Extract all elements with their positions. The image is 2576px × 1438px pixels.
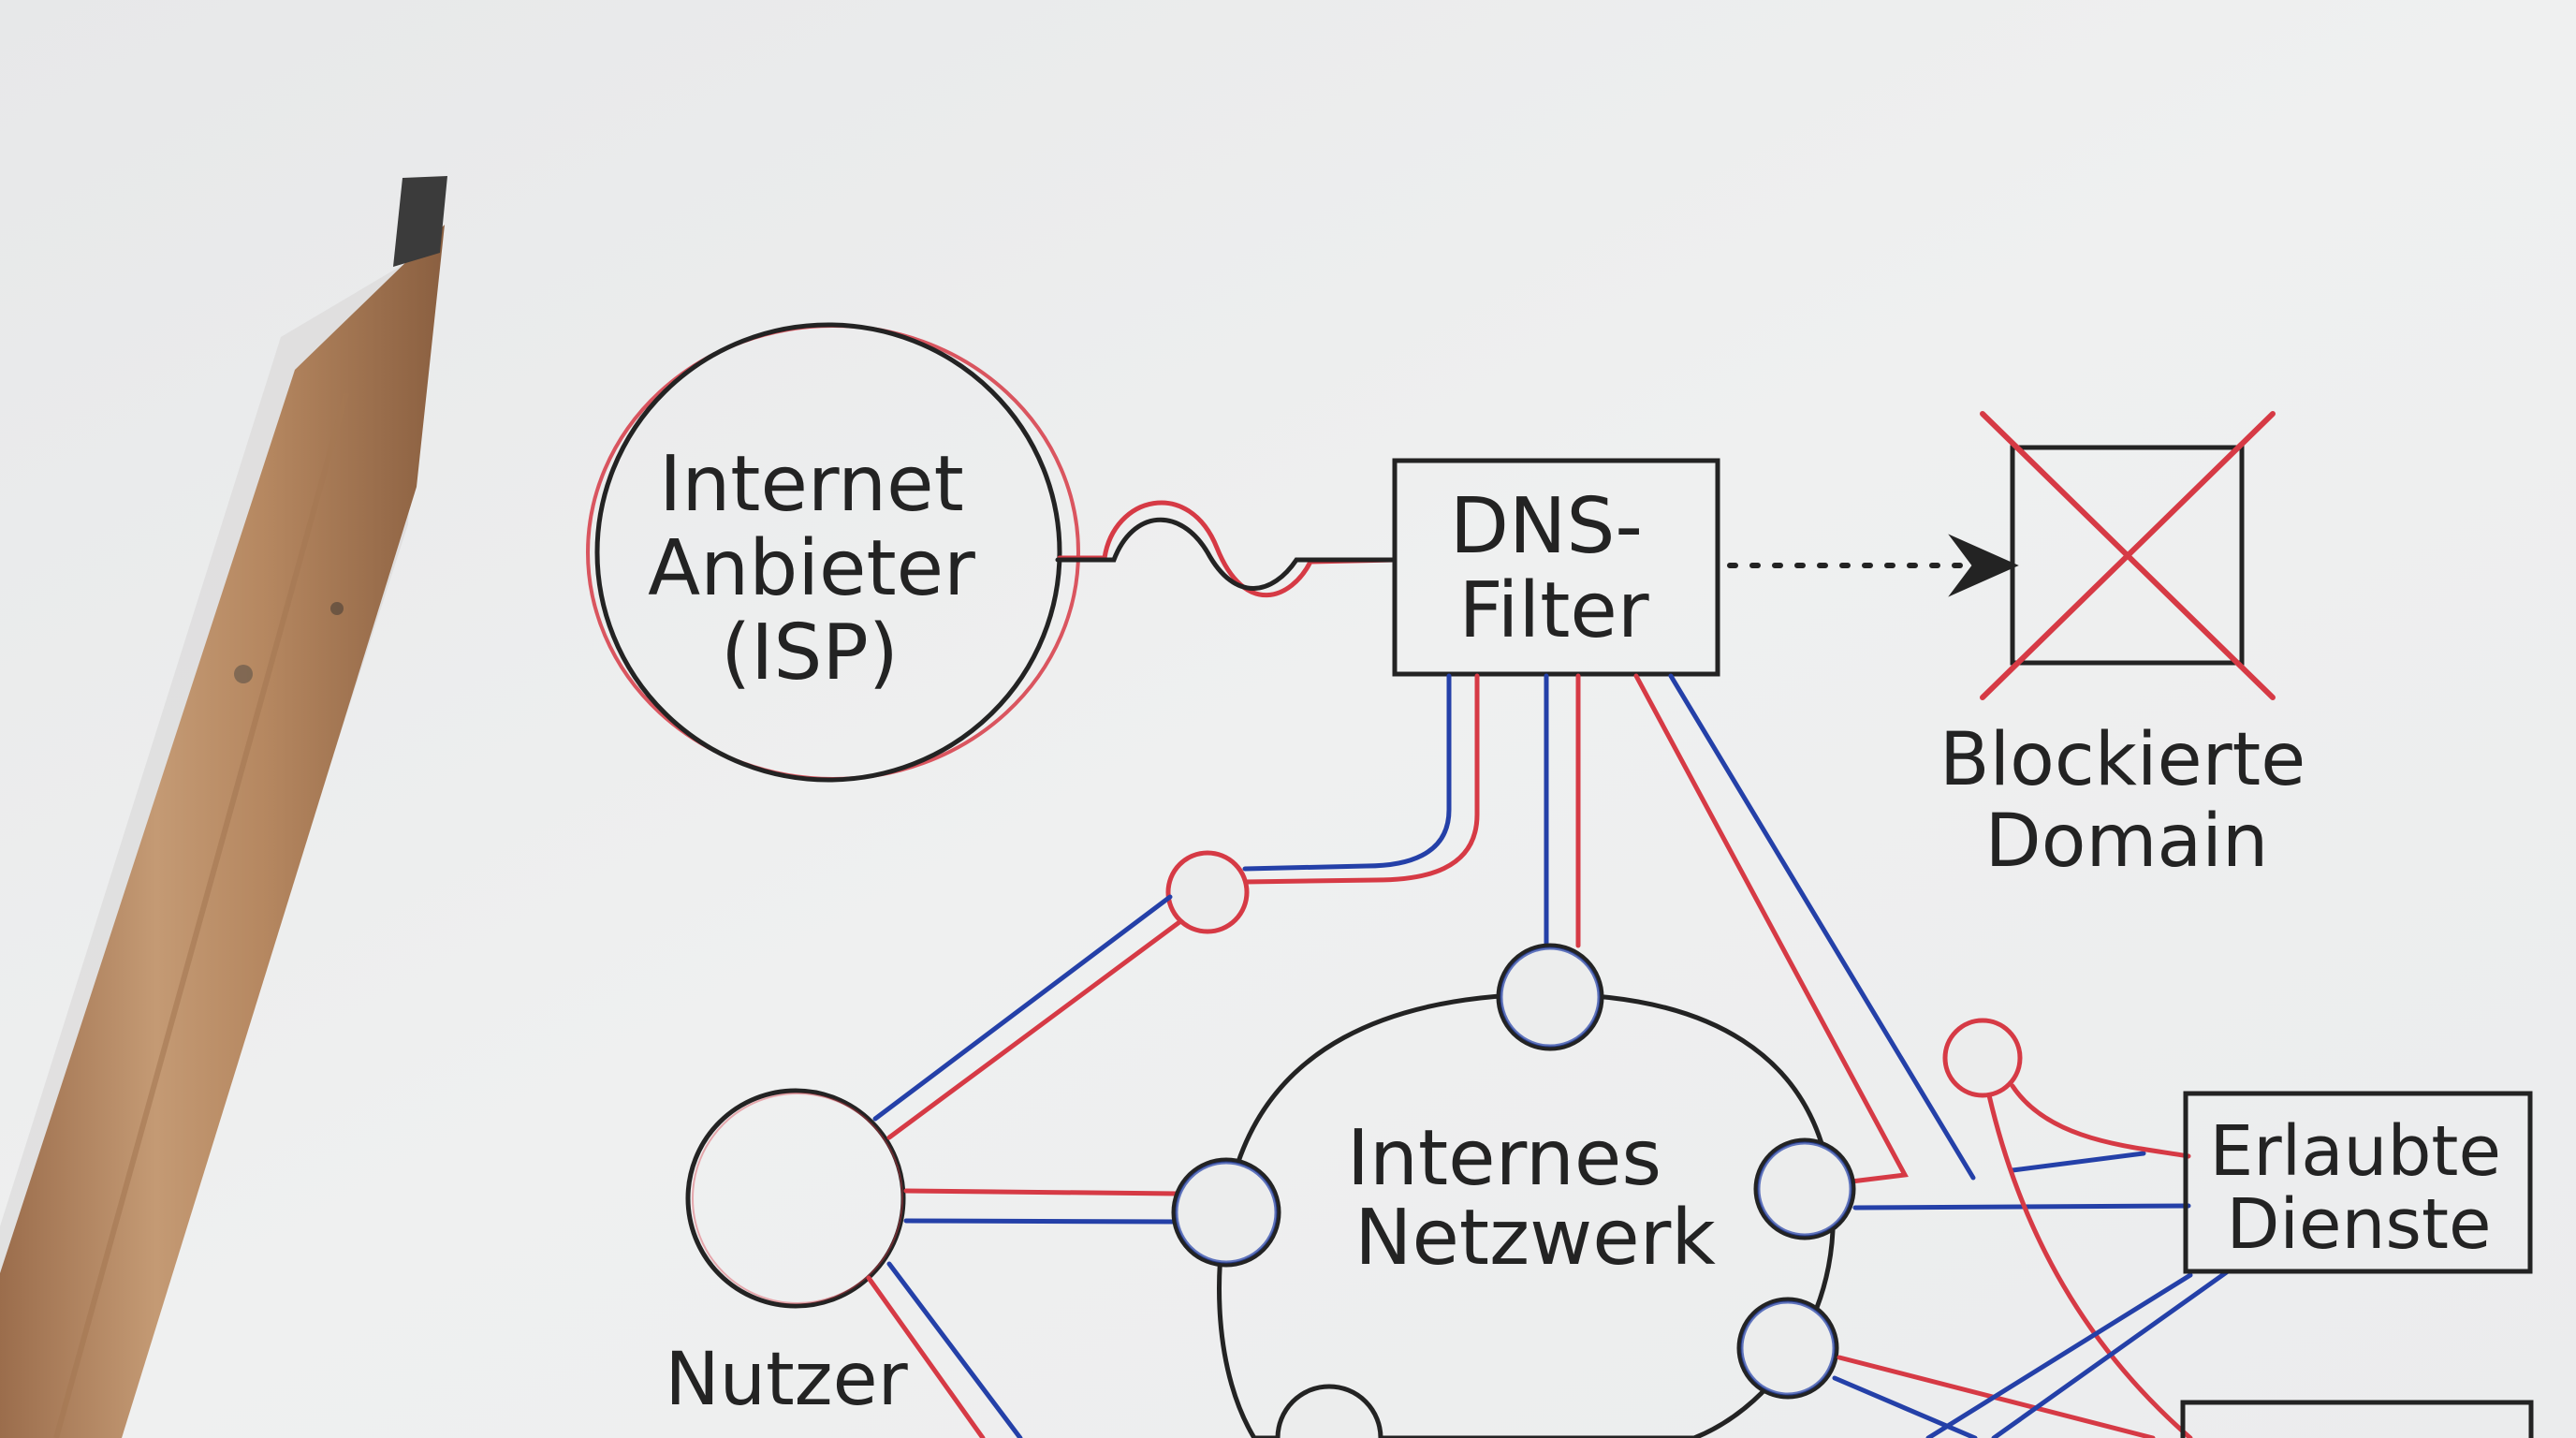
user-label: Nutzer [665, 1338, 908, 1422]
junction-node-upper [1168, 853, 1247, 932]
satellite-left [1174, 1160, 1279, 1265]
satellite-right-lower [1739, 1299, 1837, 1397]
junction-node-right [1945, 1020, 2020, 1095]
satellite-right-upper [1756, 1140, 1853, 1238]
allowed-services-node: Erlaubte Dienste [2186, 1093, 2530, 1271]
dns-filter-label: DNS- Filter [1450, 482, 1667, 655]
internal-network-label: Internes Netzwerk [1347, 1114, 1716, 1283]
allowed-services-label: Erlaubte Dienste [2209, 1111, 2523, 1265]
satellite-top [1499, 946, 1602, 1049]
